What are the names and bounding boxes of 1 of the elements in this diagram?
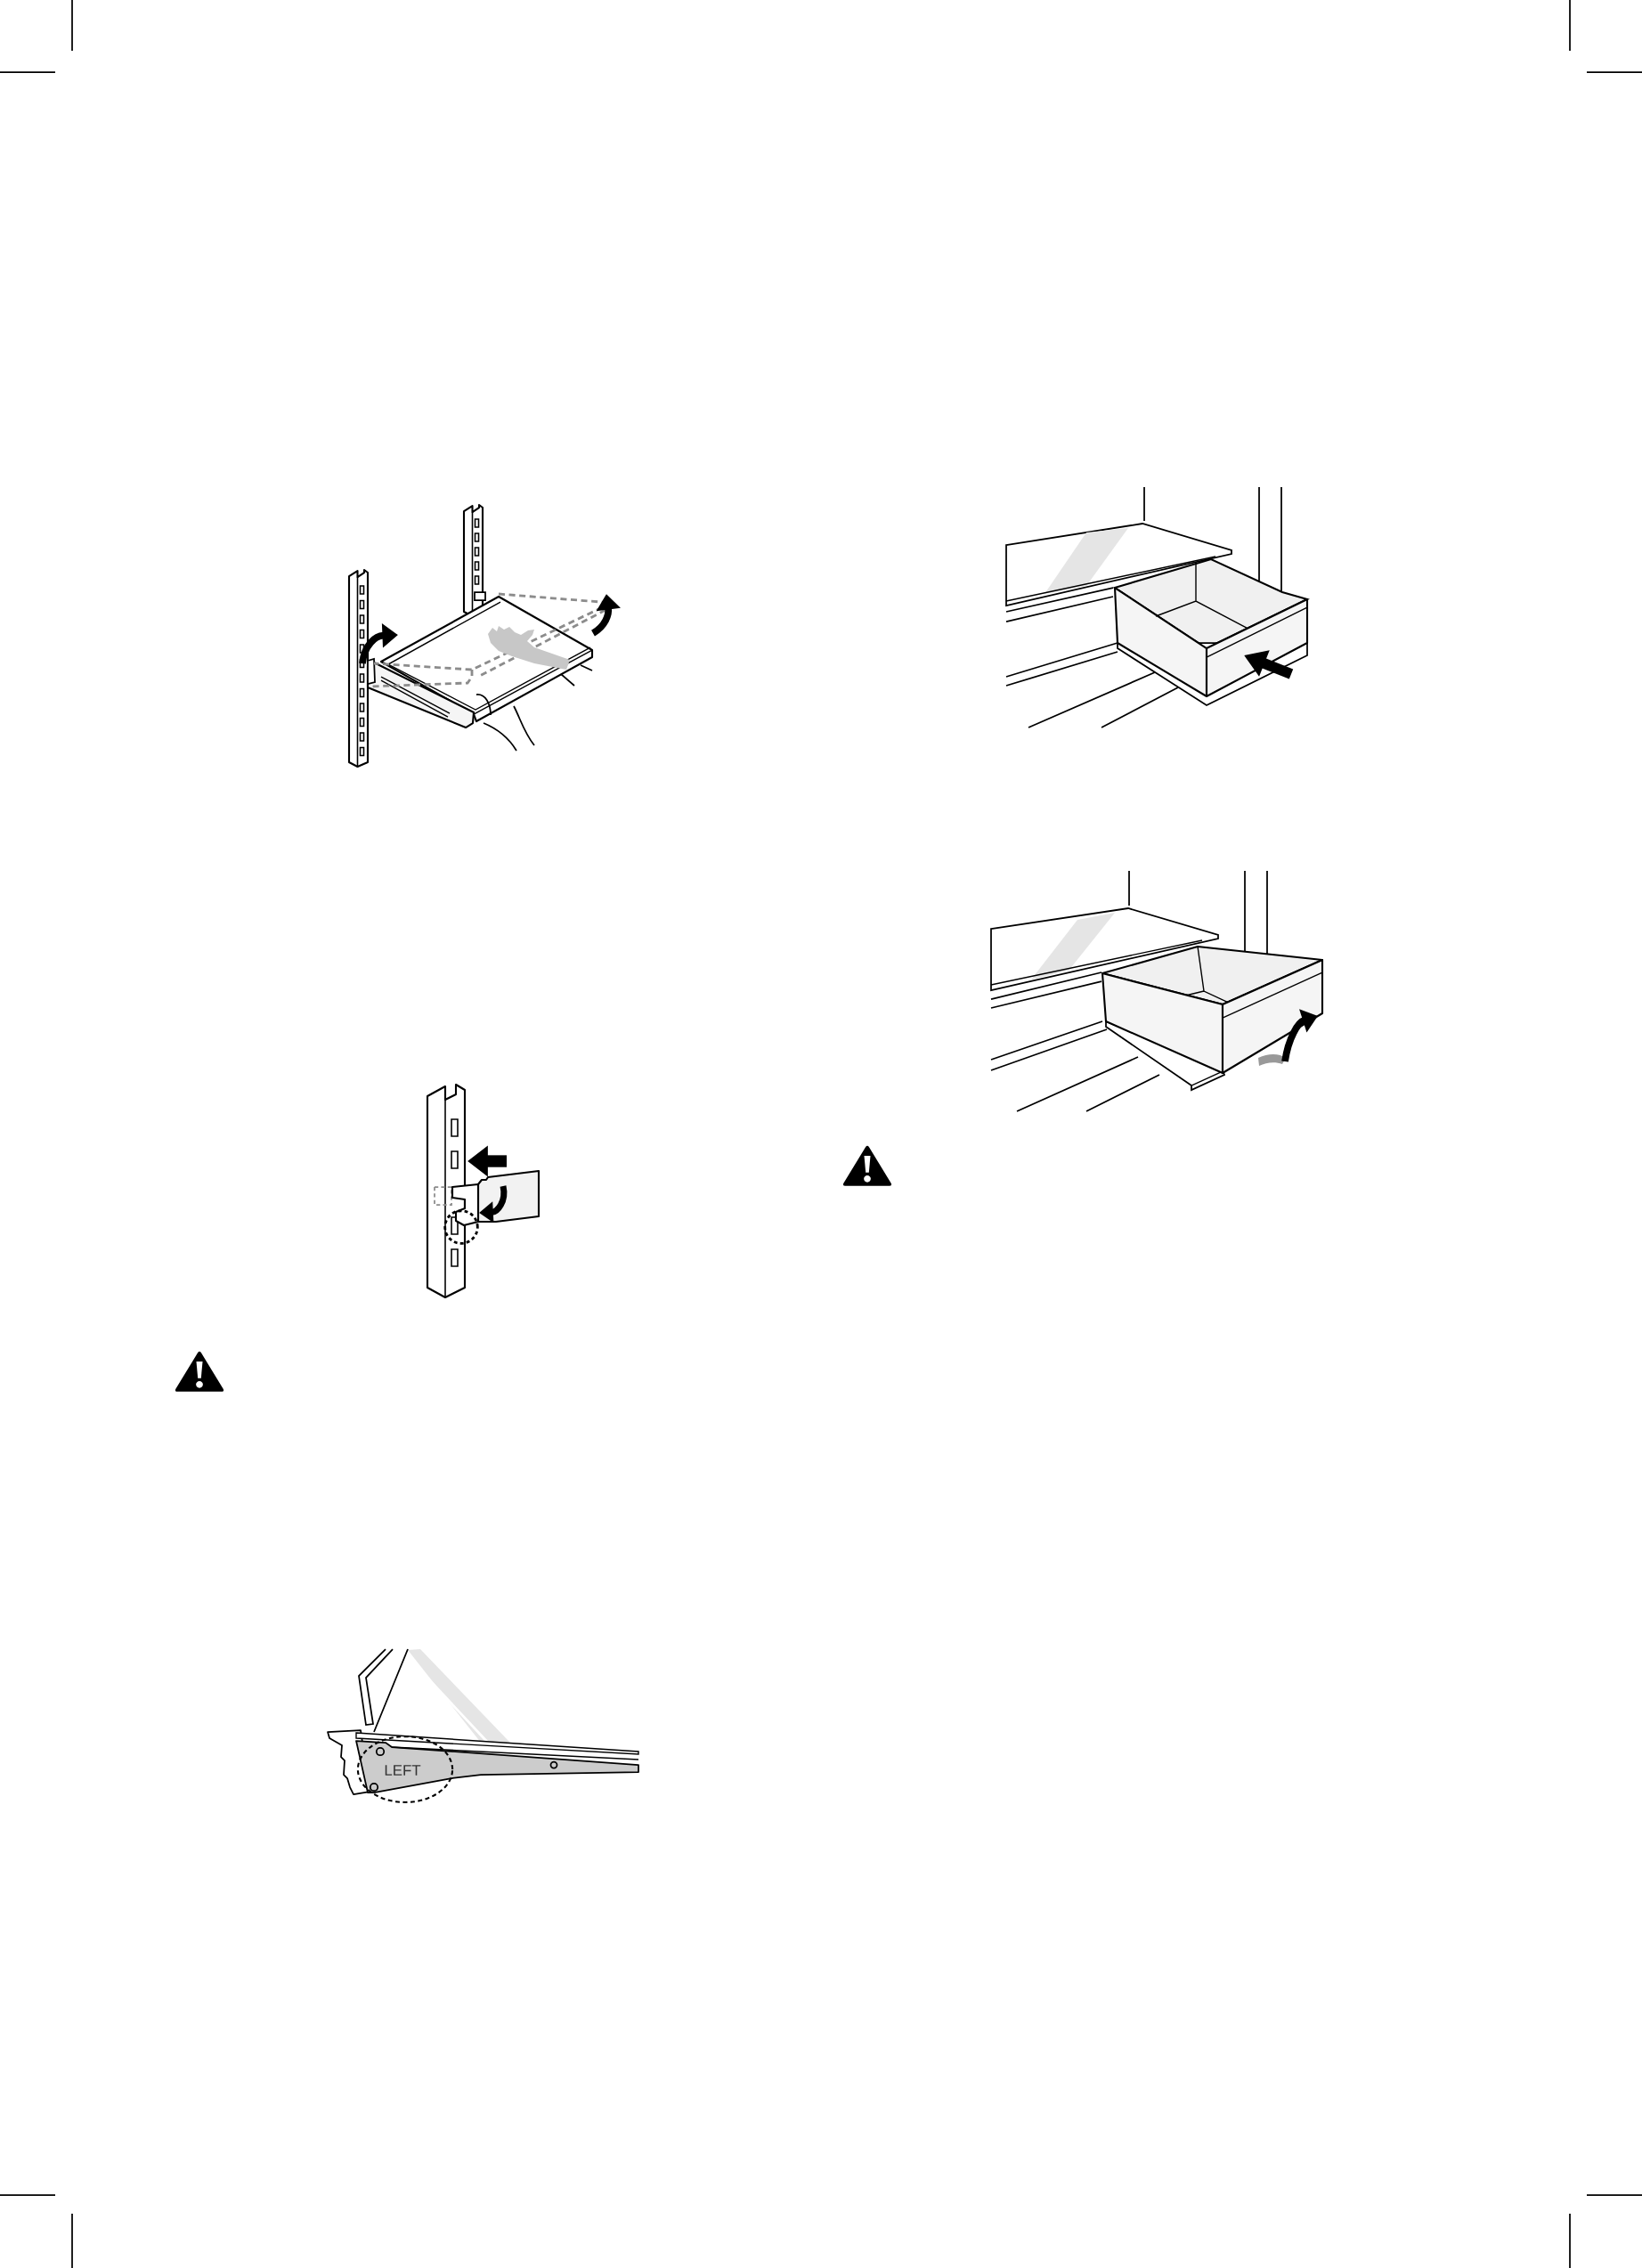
part-label: LEFT	[385, 1765, 421, 1776]
